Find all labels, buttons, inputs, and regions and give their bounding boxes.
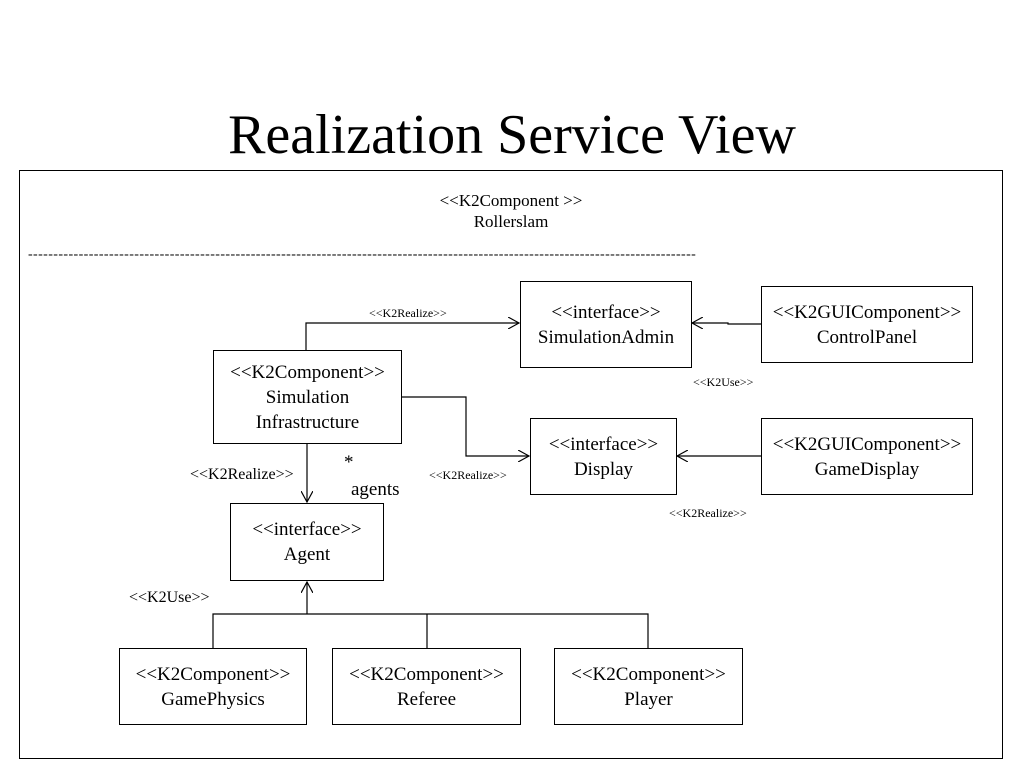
- agent-box[interactable]: <<interface>> Agent: [230, 503, 384, 581]
- use-agent-connector-gamephysics: [212, 613, 649, 648]
- display-box[interactable]: <<interface>> Display: [530, 418, 677, 495]
- referee-stereotype: <<K2Component>>: [349, 663, 504, 685]
- referee-name: Referee: [396, 688, 457, 710]
- component-stereotype: <<K2Component >>: [439, 191, 583, 210]
- realize-gamedisplay-label: <<K2Realize>>: [669, 506, 747, 520]
- component-frame: [19, 170, 1003, 759]
- realize-display-label: <<K2Realize>>: [429, 468, 507, 482]
- use-control-connector: [692, 323, 762, 324]
- game-display-name: GameDisplay: [814, 458, 920, 480]
- slide-title: Realization Service View: [228, 104, 796, 166]
- dashed-separator: ----------------------------------------…: [28, 248, 697, 262]
- simulation-admin-box[interactable]: <<interface>> SimulationAdmin: [520, 281, 692, 368]
- realize-admin-connector: [305, 323, 519, 350]
- player-name: Player: [624, 688, 673, 710]
- display-stereotype: <<interface>>: [548, 433, 659, 455]
- control-panel-stereotype: <<K2GUIComponent>>: [772, 301, 962, 323]
- agent-stereotype: <<interface>>: [252, 519, 362, 540]
- multiplicity-label: *: [344, 452, 354, 473]
- game-display-box[interactable]: <<K2GUIComponent>> GameDisplay: [761, 418, 973, 495]
- control-panel-name: ControlPanel: [816, 326, 918, 348]
- component-name: Rollerslam: [473, 212, 549, 231]
- game-physics-name: GamePhysics: [161, 688, 265, 710]
- component-header: <<K2Component >> Rollerslam: [19, 190, 1003, 232]
- realize-agent-label: <<K2Realize>>: [190, 466, 294, 483]
- game-display-stereotype: <<K2GUIComponent>>: [772, 433, 962, 455]
- simulation-infrastructure-name-line2: Infrastructure: [255, 411, 360, 433]
- use-agent-label: <<K2Use>>: [129, 589, 210, 606]
- simulation-infrastructure-name-line1: Simulation: [265, 386, 350, 408]
- control-panel-box[interactable]: <<K2GUIComponent>> ControlPanel: [761, 286, 973, 363]
- display-name: Display: [573, 458, 634, 480]
- referee-box[interactable]: <<K2Component>> Referee: [332, 648, 521, 725]
- role-label: agents: [351, 479, 400, 500]
- realize-admin-label: <<K2Realize>>: [369, 306, 447, 320]
- game-physics-stereotype: <<K2Component>>: [135, 663, 291, 685]
- player-stereotype: <<K2Component>>: [571, 663, 726, 685]
- use-control-label: <<K2Use>>: [693, 375, 754, 389]
- simulation-infrastructure-box[interactable]: <<K2Component>> Simulation Infrastructur…: [213, 350, 402, 444]
- player-box[interactable]: <<K2Component>> Player: [554, 648, 743, 725]
- game-physics-box[interactable]: <<K2Component>> GamePhysics: [119, 648, 307, 725]
- simulation-admin-stereotype: <<interface>>: [551, 301, 661, 323]
- simulation-admin-name: SimulationAdmin: [537, 326, 675, 348]
- simulation-infrastructure-stereotype: <<K2Component>>: [230, 361, 385, 383]
- realize-display-connector: [402, 396, 529, 456]
- agent-name: Agent: [283, 544, 331, 565]
